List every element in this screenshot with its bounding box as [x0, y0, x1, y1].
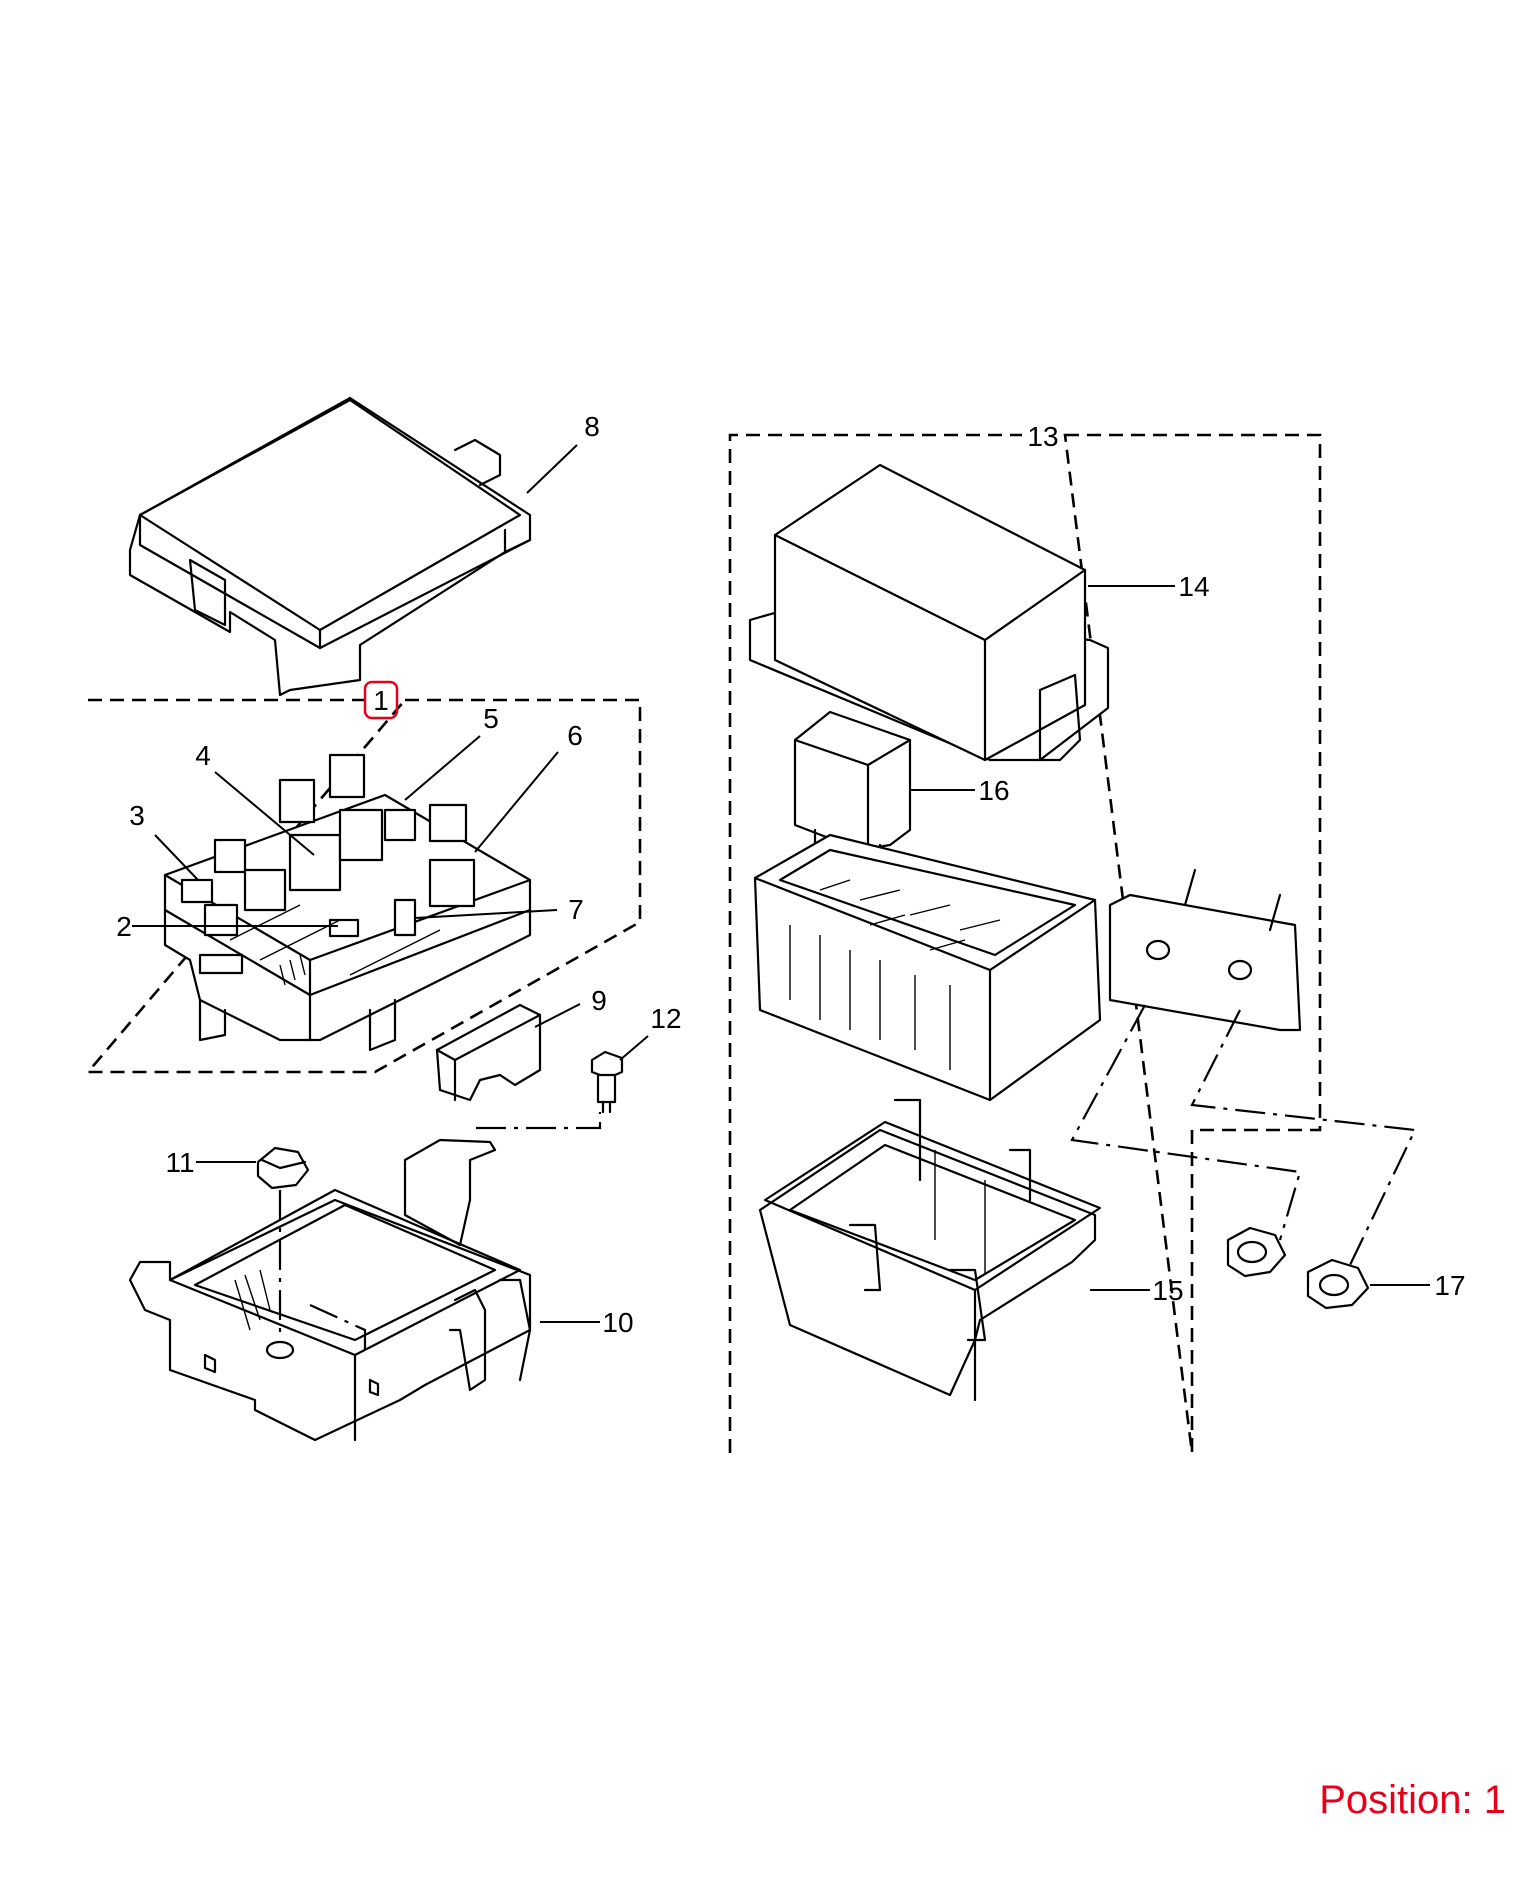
callout-labels: 1 2 3 4 5 6 7 8 9 10 11 12 13 14 15 16 1…	[116, 411, 1465, 1338]
callout-4[interactable]: 4	[195, 740, 211, 771]
part-15-relay-tray[interactable]	[758, 1098, 1102, 1402]
callout-15[interactable]: 15	[1152, 1275, 1183, 1306]
part-13-group-outline	[728, 433, 1322, 1454]
part-1-group-outline	[85, 698, 642, 1074]
callout-16[interactable]: 16	[978, 775, 1009, 806]
callout-2[interactable]: 2	[116, 911, 132, 942]
callout-11[interactable]: 11	[165, 1147, 194, 1178]
part-14-relay-cover[interactable]	[748, 463, 1110, 762]
callout-1[interactable]: 1	[373, 685, 389, 716]
callout-8[interactable]: 8	[584, 411, 600, 442]
callout-14[interactable]: 14	[1178, 571, 1209, 602]
assembly-lines	[278, 1004, 1417, 1350]
part-9-clip[interactable]	[435, 1003, 542, 1102]
part-17-nuts[interactable]	[1226, 1226, 1370, 1310]
part-13-relay-box[interactable]	[753, 833, 1302, 1102]
callout-10[interactable]: 10	[602, 1307, 633, 1338]
leader-lines	[132, 444, 1430, 1323]
callout-6[interactable]: 6	[567, 720, 583, 751]
callout-17[interactable]: 17	[1434, 1270, 1465, 1301]
part-8-cover[interactable]	[128, 396, 532, 697]
part-1-fuse-box[interactable]	[163, 753, 532, 1052]
callout-12[interactable]: 12	[650, 1003, 681, 1034]
callout-1-highlight	[363, 680, 399, 720]
callout-13[interactable]: 13	[1027, 421, 1058, 452]
part-11-nut[interactable]	[256, 1146, 310, 1190]
callout-5[interactable]: 5	[483, 703, 499, 734]
position-indicator: Position: 1	[1319, 1778, 1506, 1822]
callout-3[interactable]: 3	[129, 800, 145, 831]
callout-9[interactable]: 9	[591, 985, 607, 1016]
part-10-base-bracket[interactable]	[128, 1138, 532, 1442]
callout-7[interactable]: 7	[568, 894, 584, 925]
part-12-bolt[interactable]	[590, 1050, 624, 1114]
